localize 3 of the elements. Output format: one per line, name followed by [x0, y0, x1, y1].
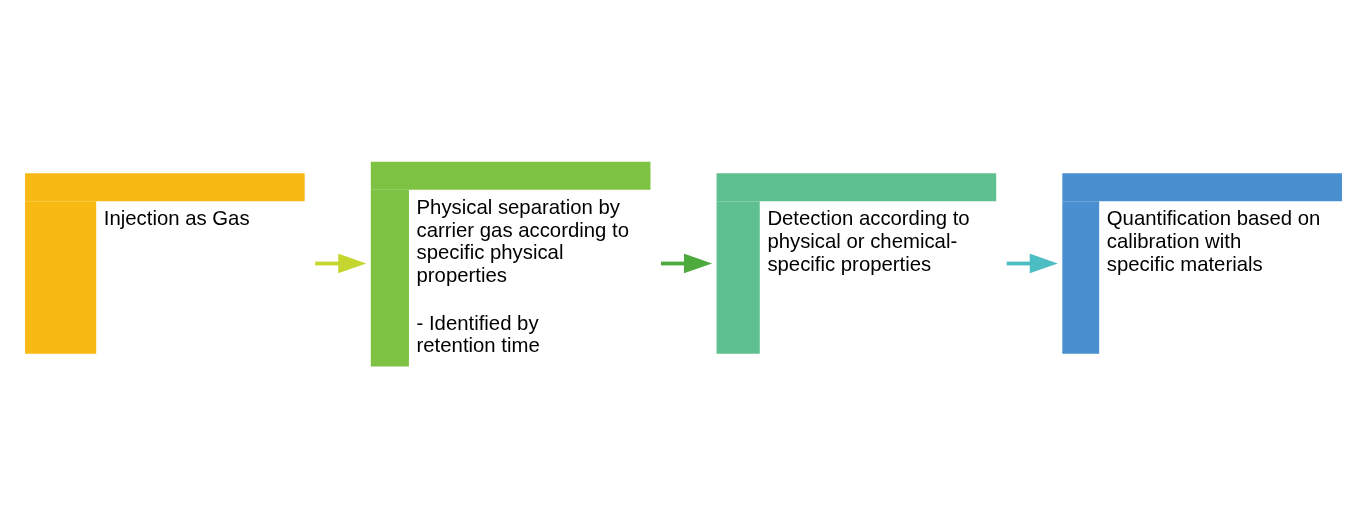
- arrow: [1006, 253, 1058, 273]
- arrow: [660, 253, 712, 273]
- arrow: [315, 253, 367, 273]
